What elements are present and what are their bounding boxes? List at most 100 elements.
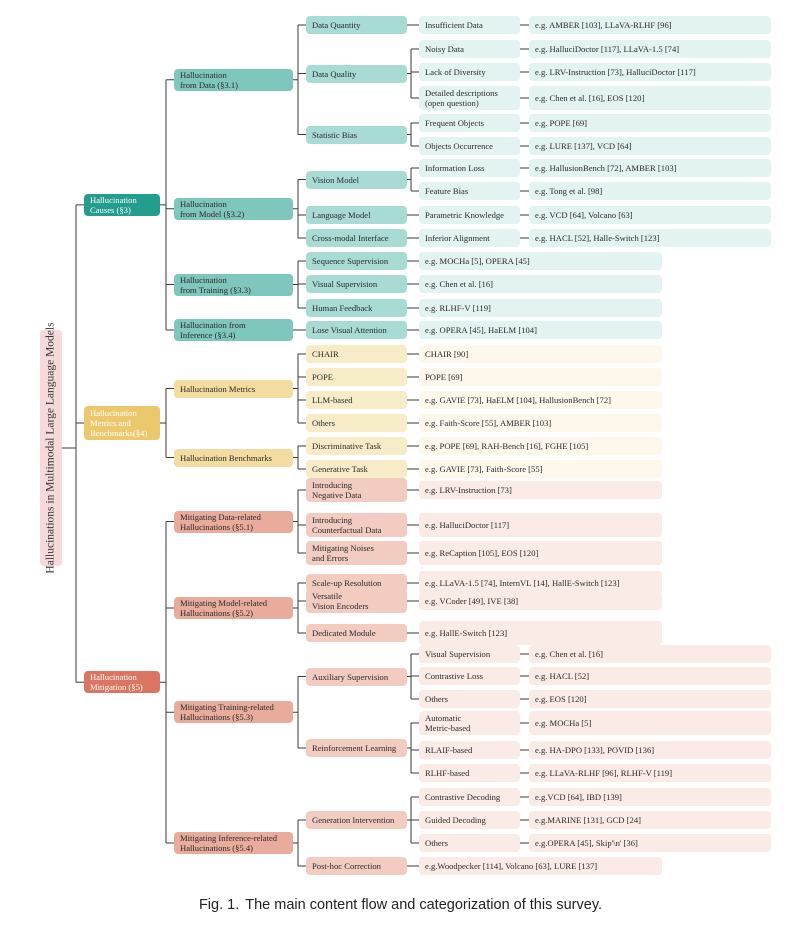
- node-label: Statistic Bias: [312, 129, 358, 140]
- node-label: e.g. HACL [52], Halle-Switch [123]: [535, 233, 660, 243]
- category-node-1-0-3: Others: [306, 414, 407, 432]
- example-node-1-1-0-0: e.g. POPE [69], RAH-Bench [16], FGHE [10…: [419, 437, 662, 455]
- category-node-0-1-2: Cross-modal Interface: [306, 229, 407, 247]
- category-node-2-3-0-2: Others: [419, 834, 520, 852]
- category-node-2-2: Mitigating Training-related Hallucinatio…: [174, 701, 293, 724]
- category-node-0-2-0: Sequence Supervision: [306, 252, 407, 270]
- example-node-0-1-2-0-0: e.g. HACL [52], Halle-Switch [123]: [529, 229, 771, 247]
- node-label: Inferior Alignment: [425, 233, 490, 243]
- example-node-2-2-0-2-0: e.g. EOS [120]: [529, 690, 771, 708]
- example-node-0-1-0-0-0: e.g. HallusionBench [72], AMBER [103]: [529, 159, 771, 177]
- node-label: Hallucination from Model (§3.2): [180, 198, 245, 219]
- node-label: Scale-up Resolution: [312, 578, 382, 588]
- category-node-0-0-1-1: Lack of Diversity: [419, 63, 520, 81]
- node-label: Hallucination Metrics: [180, 383, 256, 394]
- node-label: Post-hoc Correction: [312, 861, 381, 871]
- category-node-0-0-2: Statistic Bias: [306, 125, 407, 144]
- node-label: Lose Visual Attention: [312, 325, 387, 335]
- category-node-2-3-1: Post-hoc Correction: [306, 857, 407, 875]
- node-label: Reinforcement Learning: [312, 743, 397, 753]
- example-node-0-2-2-0: e.g. RLHF-V [119]: [419, 299, 662, 317]
- node-label: Lack of Diversity: [425, 67, 486, 77]
- node-label: POPE [69]: [425, 372, 463, 382]
- category-node-0-3-0: Lose Visual Attention: [306, 321, 407, 339]
- node-label: Others: [312, 418, 335, 428]
- node-label: e.g. VCD [64], Volcano [63]: [535, 210, 633, 220]
- example-node-1-0-1-0: POPE [69]: [419, 368, 662, 386]
- category-node-0-2-2: Human Feedback: [306, 299, 407, 317]
- example-node-2-0-0-0: e.g. LRV-Instruction [73]: [419, 481, 662, 499]
- example-node-2-2-0-1-0: e.g. HACL [52]: [529, 667, 771, 685]
- node-label: Noisy Data: [425, 44, 464, 54]
- category-node-2-2-0-1: Contrastive Loss: [419, 667, 520, 685]
- node-label: POPE: [312, 372, 334, 382]
- node-label: Contrastive Loss: [425, 671, 484, 681]
- category-node-2-0-1: Introducing Counterfactual Data: [306, 513, 407, 537]
- node-label: CHAIR [90]: [425, 349, 469, 359]
- example-node-1-1-1-0: e.g. GAVIE [73], Faith-Score [55]: [419, 460, 662, 478]
- example-node-1-0-0-0: CHAIR [90]: [419, 345, 662, 363]
- example-node-2-1-1-0: e.g. VCoder [49], IVE [38]: [419, 592, 662, 610]
- category-node-0-1: Hallucination from Model (§3.2): [174, 197, 293, 220]
- node-label: e.g. HallE-Switch [123]: [425, 628, 508, 638]
- node-label: Contrastive Decoding: [425, 792, 501, 802]
- example-node-0-1-1-0-0: e.g. VCD [64], Volcano [63]: [529, 206, 771, 224]
- category-node-2: Hallucination Mitigation (§5): [84, 671, 160, 694]
- example-node-0-2-0-0: e.g. MOCHa [5], OPERA [45]: [419, 252, 662, 270]
- node-label: Feature Bias: [425, 186, 469, 196]
- node-label: Introducing Counterfactual Data: [312, 515, 382, 535]
- category-node-2-1: Mitigating Model-related Hallucinations …: [174, 597, 293, 619]
- node-label: Vision Model: [312, 174, 359, 185]
- example-node-0-0-2-1-0: e.g. LURE [137], VCD [64]: [529, 137, 771, 155]
- node-label: e.g. LRV-Instruction [73]: [425, 485, 512, 495]
- node-label: Objects Occurrence: [425, 141, 493, 151]
- category-node-2-2-1-2: RLHF-based: [419, 764, 520, 782]
- node-label: e.g. Chen et al. [16]: [425, 279, 494, 289]
- node-label: e.g. AMBER [103], LLaVA-RLHF [96]: [535, 20, 672, 30]
- category-node-0-1-2-0: Inferior Alignment: [419, 229, 520, 247]
- root-node: Hallucinations in Multimodal Large Langu…: [40, 322, 62, 574]
- category-node-0-1-0: Vision Model: [306, 170, 407, 189]
- category-node-0-1-1-0: Parametric Knowledge: [419, 206, 520, 224]
- node-label: Introducing Negative Data: [312, 480, 362, 500]
- example-node-2-3-1-0: e.g.Woodpecker [114], Volcano [63], LURE…: [419, 857, 662, 875]
- node-label: e.g. RLHF-V [119]: [425, 303, 491, 313]
- node-label: Others: [425, 838, 448, 848]
- category-node-0-1-0-0: Information Loss: [419, 159, 520, 177]
- category-node-1-1-0: Discriminative Task: [306, 437, 407, 455]
- node-label: Cross-modal Interface: [312, 233, 389, 243]
- category-node-0-1-0-1: Feature Bias: [419, 182, 520, 200]
- node-label: Language Model: [312, 210, 371, 220]
- category-node-1-1-1: Generative Task: [306, 460, 407, 478]
- node-label: e.g. HalluciDoctor [117]: [425, 520, 510, 530]
- node-label: Parametric Knowledge: [425, 210, 504, 220]
- example-node-2-2-0-0-0: e.g. Chen et al. [16]: [529, 645, 771, 663]
- category-node-0-0-1: Data Quality: [306, 64, 407, 83]
- node-label: e.g.VCD [64], IBD [139]: [535, 792, 622, 802]
- example-node-0-0-0-0-0: e.g. AMBER [103], LLaVA-RLHF [96]: [529, 16, 771, 34]
- node-label: Insufficient Data: [425, 20, 483, 30]
- node-label: Visual Supervision: [312, 279, 378, 289]
- example-node-2-3-0-2-0: e.g.OPERA [45], Skip'\n' [36]: [529, 834, 771, 852]
- example-node-2-2-1-2-0: e.g. LLaVA-RLHF [96], RLHF-V [119]: [529, 764, 771, 782]
- example-node-2-2-1-0-0: e.g. MOCHa [5]: [529, 711, 771, 735]
- node-label: e.g. HallusionBench [72], AMBER [103]: [535, 163, 677, 173]
- example-node-0-0-1-2-0: e.g. Chen et al. [16], EOS [120]: [529, 86, 771, 110]
- node-label: Human Feedback: [312, 303, 373, 313]
- category-node-1: Hallucination Metrics and Benchmarks(§4): [84, 406, 160, 440]
- category-node-0-3: Hallucination from Inference (§3.4): [174, 319, 293, 341]
- category-node-2-3-0: Generation Intervention: [306, 811, 407, 829]
- node-label: Discriminative Task: [312, 441, 382, 451]
- category-node-0-1-1: Language Model: [306, 206, 407, 224]
- category-node-0-0-1-0: Noisy Data: [419, 40, 520, 58]
- node-label: Mitigating Data-related Hallucinations (…: [180, 511, 261, 532]
- node-label: e.g. ReCaption [105], EOS [120]: [425, 548, 539, 558]
- category-node-2-3: Mitigating Inference-related Hallucinati…: [174, 832, 293, 854]
- category-node-0-0: Hallucination from Data (§3.1): [174, 68, 293, 91]
- node-label: e.g. LLaVA-RLHF [96], RLHF-V [119]: [535, 768, 673, 778]
- category-node-2-3-0-0: Contrastive Decoding: [419, 788, 520, 806]
- node-label: e.g. GAVIE [73], Faith-Score [55]: [425, 464, 543, 474]
- category-node-2-2-0-0: Visual Supervision: [419, 645, 520, 663]
- node-label: RLAIF-based: [425, 745, 473, 755]
